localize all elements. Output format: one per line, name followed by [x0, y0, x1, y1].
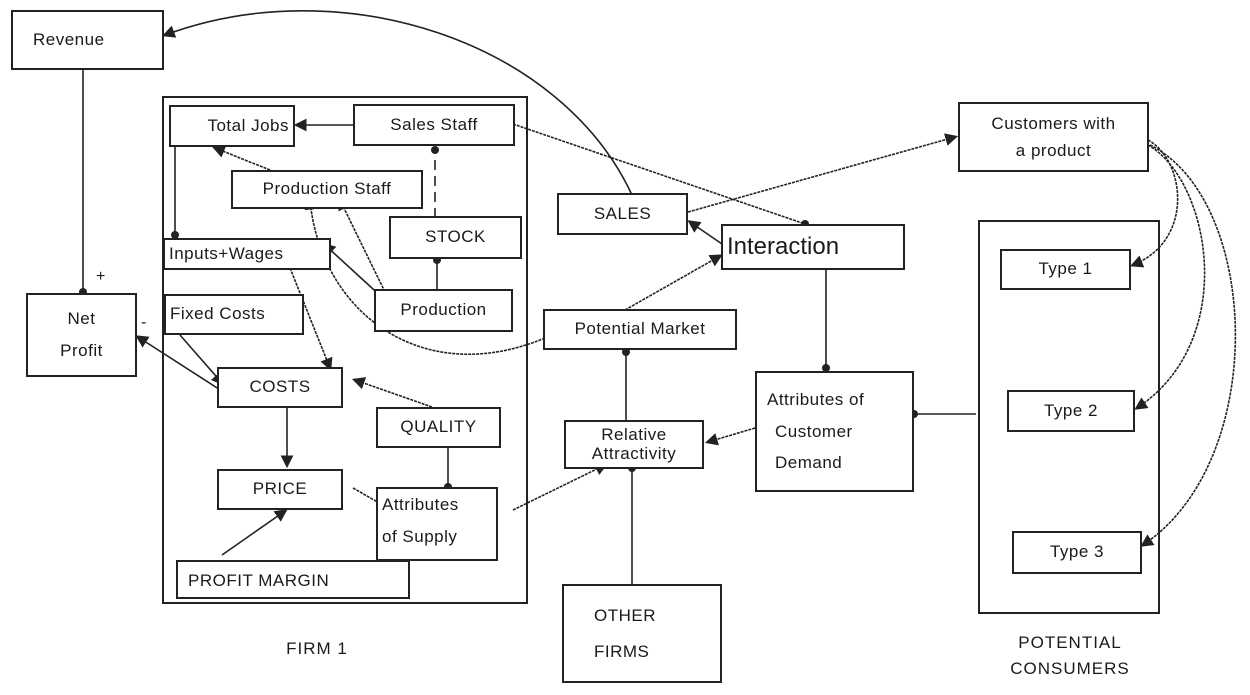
arrow-sales-to-revenue [161, 10, 633, 196]
node-type3[interactable]: Type 3 [1012, 531, 1142, 574]
potential-market-label: Potential Market [574, 319, 706, 339]
arrow-sales-to-customers [687, 133, 959, 213]
potential-consumers-container [978, 220, 1160, 614]
node-quality[interactable]: QUALITY [376, 407, 501, 448]
firm1-label: FIRM 1 [286, 639, 348, 658]
arrow-interaction-to-sales [687, 220, 723, 245]
node-attributes-customer-demand[interactable]: Attributes of Customer Demand [755, 371, 914, 492]
other-firms-line1: OTHER [594, 605, 656, 625]
arrow-costs-to-netprofit [135, 335, 226, 394]
node-price[interactable]: PRICE [217, 469, 343, 510]
attributes-demand-line3: Demand [775, 453, 843, 473]
node-inputs-wages[interactable]: Inputs+Wages [163, 238, 331, 270]
inputs-wages-label: Inputs+Wages [169, 243, 284, 263]
type3-label: Type 3 [1049, 542, 1105, 562]
interaction-label: Interaction [727, 233, 840, 261]
arrow-supply-to-attractivity [512, 463, 608, 511]
arrow-salesstaff-to-interaction [512, 123, 809, 228]
node-total-jobs[interactable]: Total Jobs [169, 105, 295, 147]
node-customers-with-product[interactable]: Customers with a product [958, 102, 1149, 172]
attributes-supply-line1: Attributes [382, 495, 459, 514]
node-stock[interactable]: STOCK [389, 216, 522, 259]
firm1-container [162, 96, 528, 604]
arrow-market-to-interaction [624, 254, 723, 311]
costs-label: COSTS [249, 377, 311, 397]
arrow-quality-to-costs [351, 377, 433, 408]
sales-label: SALES [593, 203, 652, 223]
plus-sign: + [96, 268, 106, 285]
production-label: Production [400, 300, 487, 320]
customers-line2: a product [1015, 141, 1092, 160]
attributes-demand-line1: Attributes of [767, 390, 865, 410]
node-attributes-supply[interactable]: Attributes of Supply [376, 487, 498, 561]
node-potential-market[interactable]: Potential Market [543, 309, 737, 350]
net-profit-line1: Net [67, 308, 96, 328]
sales-staff-label: Sales Staff [390, 114, 478, 134]
relative-attractivity-line2: Attractivity [591, 443, 677, 463]
arrow-inputs-to-costs [289, 267, 333, 371]
arrow-market-to-prodstaff [304, 196, 546, 355]
attributes-supply-line2: of Supply [382, 527, 458, 547]
other-firms-line2: FIRMS [594, 641, 650, 661]
customers-line1: Customers with [991, 113, 1116, 133]
minus-sign: - [141, 314, 147, 331]
fixed-costs-label: Fixed Costs [170, 304, 266, 324]
relative-attractivity-line1: Relative [601, 424, 667, 444]
arrow-prodstaff-to-totaljobs [212, 145, 271, 171]
node-profit-margin[interactable]: PROFIT MARGIN [176, 560, 410, 599]
node-fixed-costs[interactable]: Fixed Costs [164, 294, 304, 335]
node-production-staff[interactable]: Production Staff [231, 170, 423, 209]
arrow-fixedcosts-to-costs [179, 334, 225, 386]
profit-margin-label: PROFIT MARGIN [188, 570, 330, 590]
potential-consumers-label: POTENTIAL CONSUMERS [975, 630, 1165, 681]
node-other-firms[interactable]: OTHER FIRMS [562, 584, 722, 683]
node-type1[interactable]: Type 1 [1000, 249, 1131, 290]
arrow-profitmargin-to-price [221, 509, 288, 556]
node-costs[interactable]: COSTS [217, 367, 343, 408]
node-revenue[interactable]: Revenue [11, 10, 164, 70]
net-profit-line2: Profit [60, 341, 103, 360]
arrow-production-to-prodstaff [338, 197, 386, 293]
type2-label: Type 2 [1043, 400, 1099, 420]
node-net-profit[interactable]: Net Profit [26, 293, 137, 377]
node-sales-staff[interactable]: Sales Staff [353, 104, 515, 146]
arrow-customers-to-type3 [1140, 144, 1237, 547]
potential-consumers-line1: POTENTIAL [1018, 633, 1122, 652]
node-revenue-label: Revenue [33, 29, 105, 49]
price-label: PRICE [252, 479, 308, 499]
production-staff-label: Production Staff [262, 179, 392, 199]
arrow-customers-to-type2 [1134, 144, 1206, 410]
node-relative-attractivity[interactable]: Relative Attractivity [564, 420, 704, 469]
node-type2[interactable]: Type 2 [1007, 390, 1135, 432]
arrow-demand-to-attractivity [704, 427, 756, 446]
node-sales[interactable]: SALES [557, 193, 688, 235]
total-jobs-label: Total Jobs [207, 115, 289, 135]
attributes-demand-line2: Customer [775, 421, 853, 441]
quality-label: QUALITY [400, 417, 477, 437]
node-interaction[interactable]: Interaction [721, 224, 905, 270]
potential-consumers-line2: CONSUMERS [1010, 658, 1130, 678]
stock-label: STOCK [425, 227, 486, 247]
node-production[interactable]: Production [374, 289, 513, 332]
arrow-customers-to-type1 [1130, 139, 1179, 268]
type1-label: Type 1 [1038, 259, 1093, 279]
